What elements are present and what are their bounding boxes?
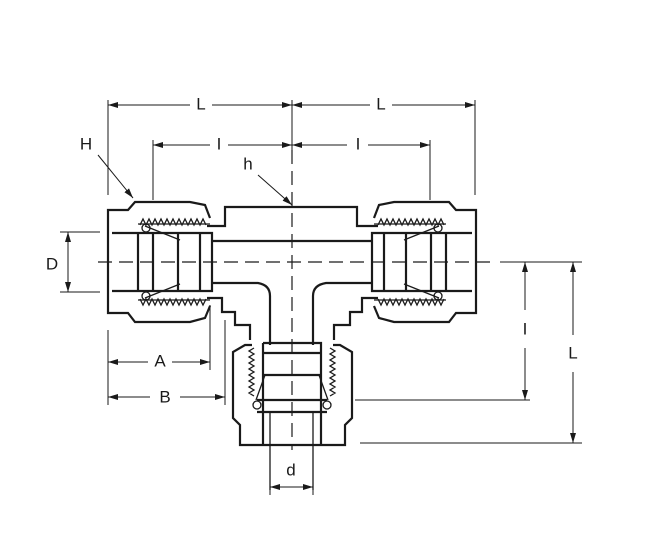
label-H: H bbox=[80, 134, 92, 153]
label-I-vertical: I bbox=[523, 319, 528, 338]
label-B: B bbox=[159, 387, 170, 406]
extension-lines bbox=[60, 100, 582, 495]
label-h: h bbox=[243, 154, 252, 173]
tee-body bbox=[207, 205, 378, 345]
label-L-right: L bbox=[376, 94, 385, 113]
dimension-lines bbox=[65, 102, 576, 490]
label-d: d bbox=[286, 460, 295, 479]
label-I-left: I bbox=[217, 134, 222, 153]
label-I-right: I bbox=[356, 134, 361, 153]
label-L-vertical: L bbox=[568, 343, 577, 362]
label-L-left: L bbox=[196, 94, 205, 113]
label-A: A bbox=[154, 351, 166, 370]
label-D: D bbox=[46, 254, 58, 273]
